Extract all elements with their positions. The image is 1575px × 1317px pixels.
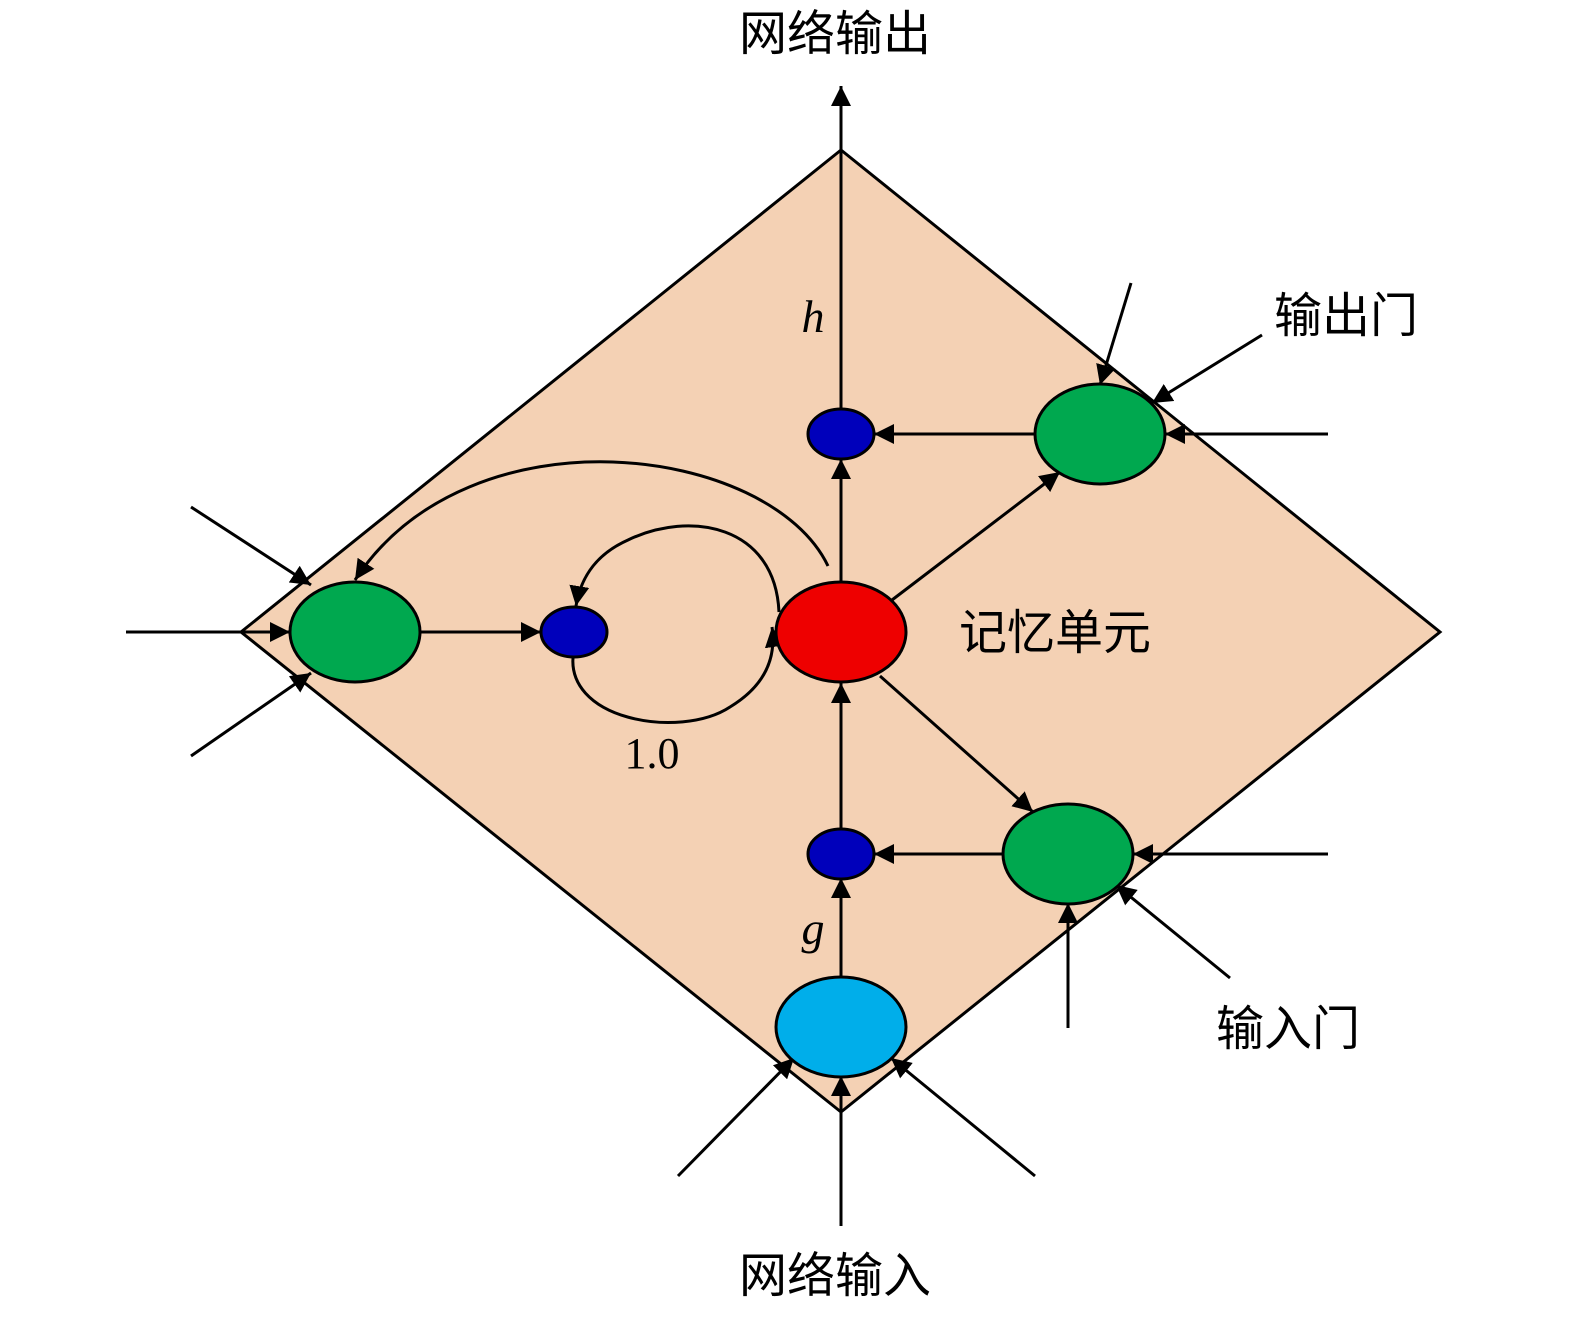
memory-cell-to-recurrent-multiplier-arc xyxy=(569,524,781,613)
memory-cell-to-input-gate xyxy=(879,674,1034,814)
recurrent-multiplier-node xyxy=(539,605,609,659)
input-gate-label: 输入门 xyxy=(1216,1001,1360,1057)
output-multiplier-node xyxy=(806,407,876,461)
recurrent-multiplier-to-memory-cell-arc xyxy=(571,626,785,725)
memory-cell-label: 记忆单元 xyxy=(959,605,1151,661)
memory-cell-to-forget-gate-curve xyxy=(353,460,830,581)
input-multiplier-node xyxy=(806,827,876,881)
network-input-arrow-right xyxy=(890,1056,1036,1178)
memory-cell-node xyxy=(774,580,908,684)
input-node xyxy=(774,975,908,1079)
network-input-label: 网络输入 xyxy=(739,1248,931,1304)
input-gate-input-arrow-pointer xyxy=(1115,883,1231,980)
output-gate-input-arrow-top xyxy=(1096,282,1133,386)
memory-cell-to-output-gate xyxy=(891,470,1061,602)
self-loop-weight-label: 1.0 xyxy=(625,729,680,778)
forget-gate-input-arrow-upper xyxy=(190,505,312,587)
network-input-arrow-left xyxy=(676,1056,796,1178)
h-label: h xyxy=(802,291,825,342)
g-label: g xyxy=(802,903,825,954)
forget-gate-input-arrow-lower xyxy=(190,671,312,758)
network-output-label: 网络输出 xyxy=(739,6,931,62)
output-gate-node xyxy=(1033,382,1167,486)
output-gate-input-arrow-pointer xyxy=(1151,333,1263,405)
input-gate-node xyxy=(1001,802,1135,906)
output-gate-label: 输出门 xyxy=(1274,288,1418,344)
forget-gate-node xyxy=(288,580,422,684)
